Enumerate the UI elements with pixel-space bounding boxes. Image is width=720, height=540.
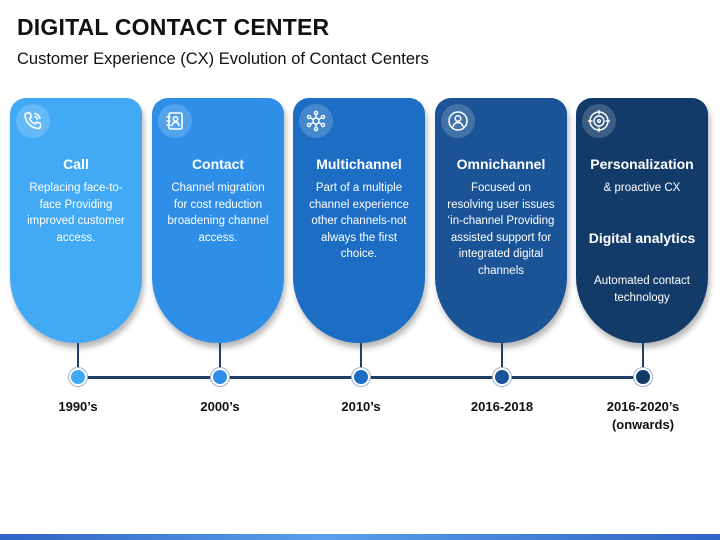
stage-card-personalization: Personalization & proactive CX Digital a…: [576, 98, 708, 343]
phone-icon: [16, 104, 50, 138]
timeline-dot: [211, 368, 229, 386]
timeline-connector: [360, 343, 362, 369]
page-title: DIGITAL CONTACT CENTER: [17, 14, 330, 40]
era-label: 1990’s: [58, 399, 98, 414]
era-label: 2000’s: [200, 399, 240, 414]
timeline-dot: [493, 368, 511, 386]
stage-card-contact: Contact Channel migration for cost reduc…: [152, 98, 284, 343]
era-label: 2010’s: [341, 399, 381, 414]
footer-bar: [0, 534, 720, 540]
timeline-connector: [501, 343, 503, 369]
era-label: 2016-2020’s (onwards): [606, 399, 680, 432]
stage-title: Multichannel: [316, 156, 402, 172]
user-circle-icon: [441, 104, 475, 138]
contact-card-icon: [158, 104, 192, 138]
stage-title: Personalization: [590, 156, 694, 172]
timeline-dot: [634, 368, 652, 386]
network-icon: [299, 104, 333, 138]
timeline-dot: [352, 368, 370, 386]
stage-title: Contact: [191, 156, 245, 172]
stage-title-secondary: Digital analytics: [588, 230, 696, 246]
target-people-icon: [582, 104, 616, 138]
stage-title: Omnichannel: [456, 156, 546, 172]
stage-description: Channel migration for cost reduction bro…: [167, 182, 269, 244]
stage-card-omnichannel: Omnichannel Focused on resolving user is…: [435, 98, 567, 343]
stage-card-multichannel: Multichannel Part of a multiple channel …: [293, 98, 425, 343]
timeline-connector: [219, 343, 221, 369]
stage-subtitle: & proactive CX: [603, 182, 681, 194]
stage-description: Focused on resolving user issues ‘in-cha…: [447, 182, 555, 277]
page-subtitle: Customer Experience (CX) Evolution of Co…: [17, 50, 429, 68]
stage-title: Call: [63, 156, 89, 172]
stage-description: Replacing face-to-face Providing improve…: [27, 182, 125, 244]
timeline-connector: [642, 343, 644, 369]
era-label: 2016-2018: [470, 399, 534, 414]
timeline-connector: [77, 343, 79, 369]
stage-description: Part of a multiple channel experience ot…: [309, 182, 409, 260]
stage-description: Automated contact technology: [594, 275, 690, 304]
stage-card-call: Call Replacing face-to-face Providing im…: [10, 98, 142, 343]
timeline-dot: [69, 368, 87, 386]
